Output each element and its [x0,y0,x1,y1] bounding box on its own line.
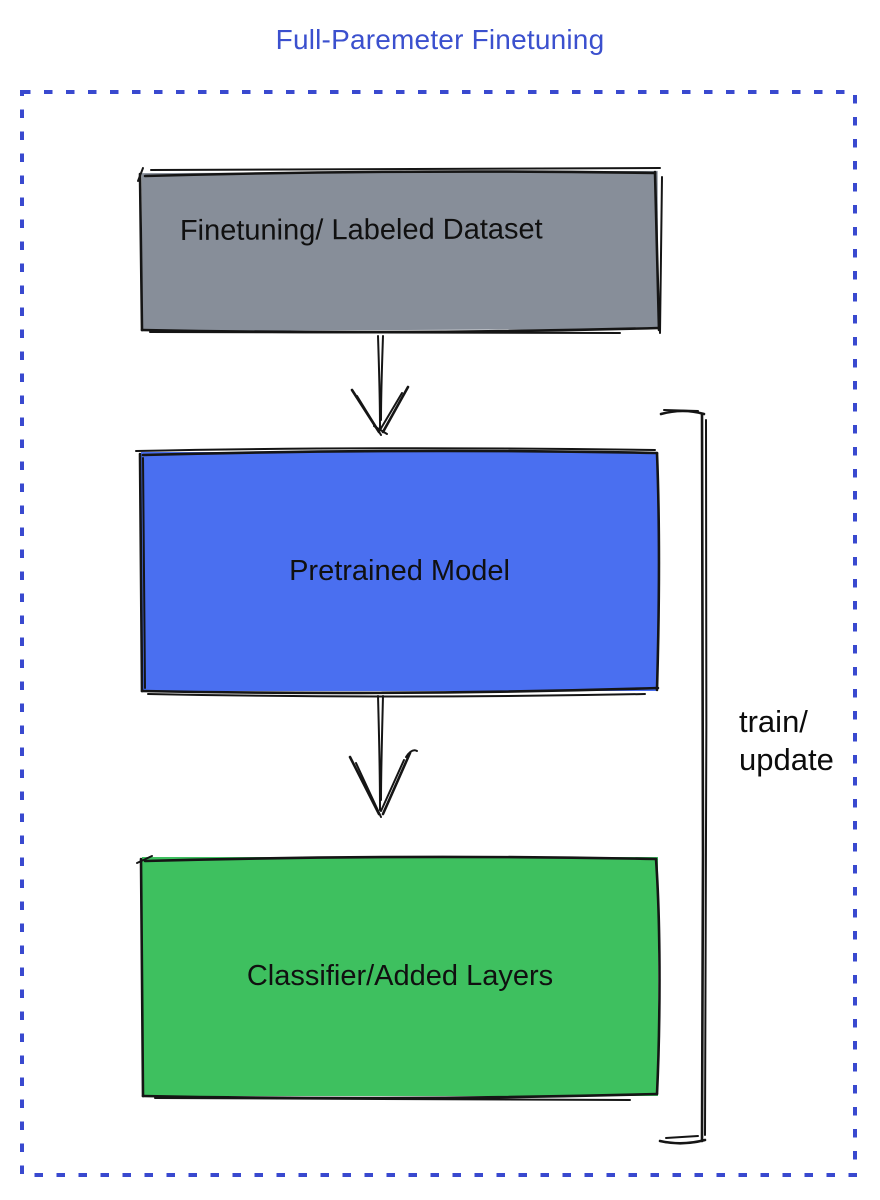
train-update-bracket [658,409,708,1145]
node-classifier-added-layers-label: Classifier/Added Layers [246,960,554,992]
bracket-label: train/ update [739,703,834,779]
node-pretrained-model-label: Pretrained Model [289,555,510,587]
arrow-dataset-to-pretrained [350,335,410,436]
node-finetuning-dataset-label: Finetuning/ Labeled Dataset [179,213,543,247]
arrow-pretrained-to-classifier [348,695,418,818]
bracket-label-line2: update [739,742,834,777]
bracket-label-line1: train/ [739,704,808,739]
node-pretrained-model: Pretrained Model [141,452,658,691]
node-classifier-added-layers: Classifier/Added Layers [142,857,658,1096]
node-finetuning-dataset: Finetuning/ Labeled Dataset [141,170,659,332]
diagram-title: Full-Paremeter Finetuning [275,24,605,55]
